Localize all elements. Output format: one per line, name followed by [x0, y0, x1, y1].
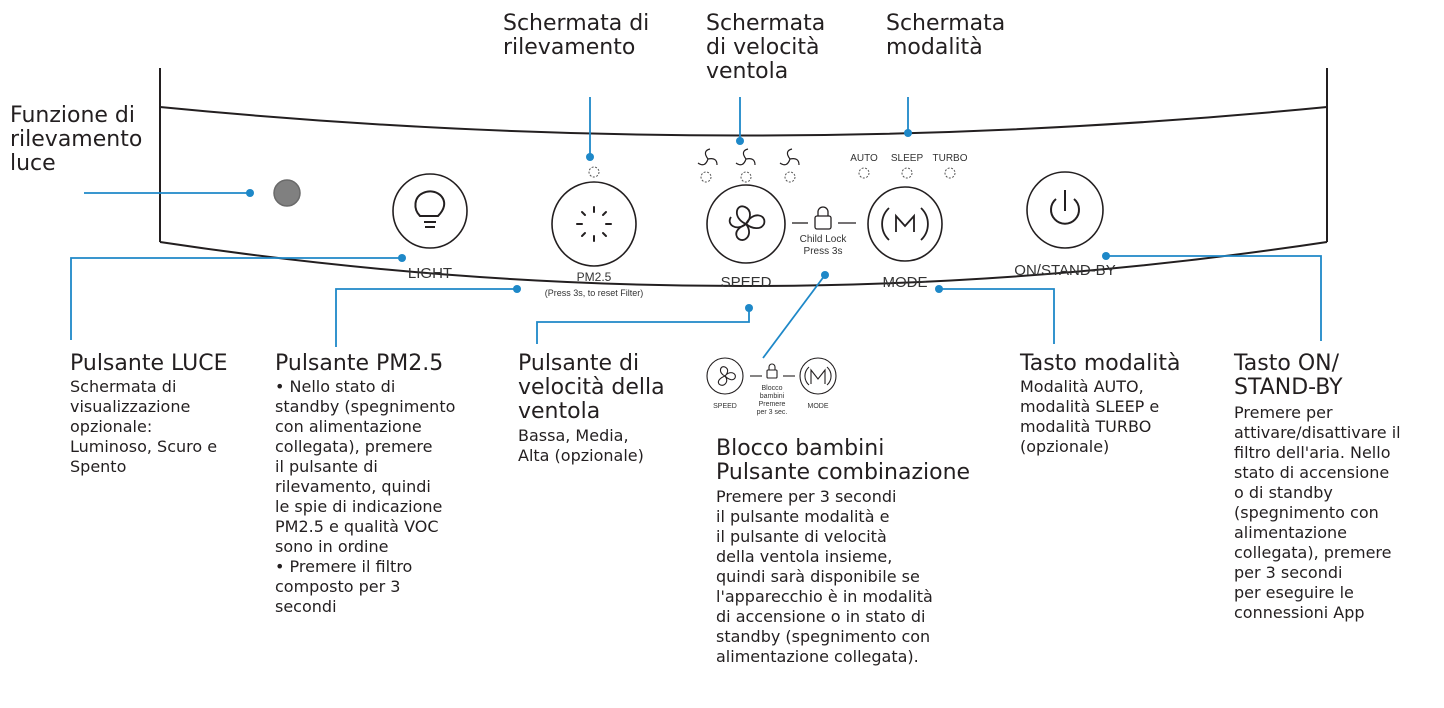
- child-lock-label-2: Press 3s: [803, 246, 843, 257]
- desc-luce-body: Schermata di visualizzazione opzionale: …: [70, 377, 218, 476]
- fan-high-icon: [779, 148, 800, 166]
- callout-pulsante-luce: [70, 257, 402, 340]
- mini-lock-label: Blocco bambini Premere per 3 sec.: [756, 385, 788, 416]
- speed-button-label: SPEED: [720, 274, 772, 291]
- mode-leds: [858, 167, 956, 179]
- power-button[interactable]: [1026, 171, 1104, 249]
- light-sensor-dot: [273, 179, 301, 207]
- child-lock-label-1: Child Lock: [799, 234, 847, 245]
- callout-pulsante-velocita: [536, 308, 750, 344]
- callout-modalita-btn: [939, 288, 1055, 344]
- label-schermata-rilevamento: Schermata di rilevamento: [503, 11, 650, 60]
- mini-child-lock-diagram: [706, 357, 837, 395]
- mini-speed-button: [706, 357, 744, 395]
- mode-turbo-label: TURBO: [932, 153, 968, 164]
- desc-modalita-body: Modalità AUTO, modalità SLEEP e modalità…: [1020, 377, 1160, 456]
- mode-sleep-led: [901, 167, 913, 179]
- desc-blocco-title: Blocco bambini Pulsante combinazione: [716, 436, 971, 485]
- fan-medium-led: [740, 171, 752, 183]
- pm25-button-label: PM2.5: [576, 270, 612, 284]
- mode-button-label: MODE: [882, 274, 928, 291]
- pm25-reset-note: (Press 3s, to reset Filter): [544, 288, 644, 298]
- lightbulb-icon: [414, 190, 446, 228]
- pm25-button[interactable]: [551, 181, 637, 267]
- fan-medium-icon: [735, 148, 756, 166]
- child-lock-indicator: [792, 206, 856, 230]
- desc-blocco-body: Premere per 3 secondi il pulsante modali…: [716, 487, 933, 666]
- callout-onstandby: [1106, 255, 1322, 341]
- mini-speed-label: SPEED: [713, 403, 737, 410]
- mode-auto-led: [858, 167, 870, 179]
- mode-auto-label: AUTO: [850, 153, 878, 164]
- desc-onstandby-body: Premere per attivare/disattivare il filt…: [1234, 403, 1401, 622]
- light-button[interactable]: [392, 173, 468, 249]
- mini-mode-label: MODE: [807, 403, 829, 410]
- speed-button[interactable]: [706, 184, 786, 264]
- desc-velocita-body: Bassa, Media, Alta (opzionale): [518, 426, 644, 465]
- callout-dots: [246, 129, 1110, 312]
- mode-sleep-label: SLEEP: [890, 153, 924, 164]
- sensor-spinner-icon: [576, 206, 612, 242]
- desc-pm-title: Pulsante PM2.5: [275, 351, 444, 376]
- mini-mode-button: [799, 357, 837, 395]
- desc-pm-body: • Nello stato di standby (spegnimento co…: [275, 377, 456, 616]
- fan-low-icon: [697, 148, 718, 166]
- label-schermata-modalita: Schermata modalità: [886, 11, 1006, 60]
- power-icon: [1050, 190, 1080, 225]
- label-funzione-luce: Funzione di rilevamento luce: [10, 103, 143, 176]
- mini-fan-icon: [717, 366, 736, 386]
- mini-lock-icon: [766, 363, 778, 379]
- callout-lines: [70, 97, 1322, 359]
- mode-m-icon: [881, 207, 929, 241]
- power-button-label: ON/STAND-BY: [1014, 262, 1116, 279]
- light-button-label: LIGHT: [407, 265, 453, 282]
- fan-low-led: [700, 171, 712, 183]
- mode-button[interactable]: [867, 186, 943, 262]
- desc-luce-title: Pulsante LUCE: [70, 351, 228, 376]
- fan-speed-indicators: [697, 148, 800, 183]
- label-schermata-velocita: Schermata di velocità ventola: [706, 11, 826, 84]
- callout-blocco: [762, 274, 826, 359]
- fan-icon: [728, 205, 766, 241]
- mode-turbo-led: [944, 167, 956, 179]
- desc-onstandby-title: Tasto ON/ STAND-BY: [1234, 351, 1343, 400]
- desc-modalita-title: Tasto modalità: [1020, 351, 1181, 376]
- callout-pulsante-pm: [335, 288, 517, 347]
- panel-outline: [159, 68, 1328, 287]
- pm25-indicator-led: [588, 166, 600, 178]
- desc-velocita-title: Pulsante di velocità della ventola: [518, 351, 665, 424]
- lock-icon: [814, 206, 832, 230]
- fan-high-led: [784, 171, 796, 183]
- mini-m-icon: [804, 366, 832, 386]
